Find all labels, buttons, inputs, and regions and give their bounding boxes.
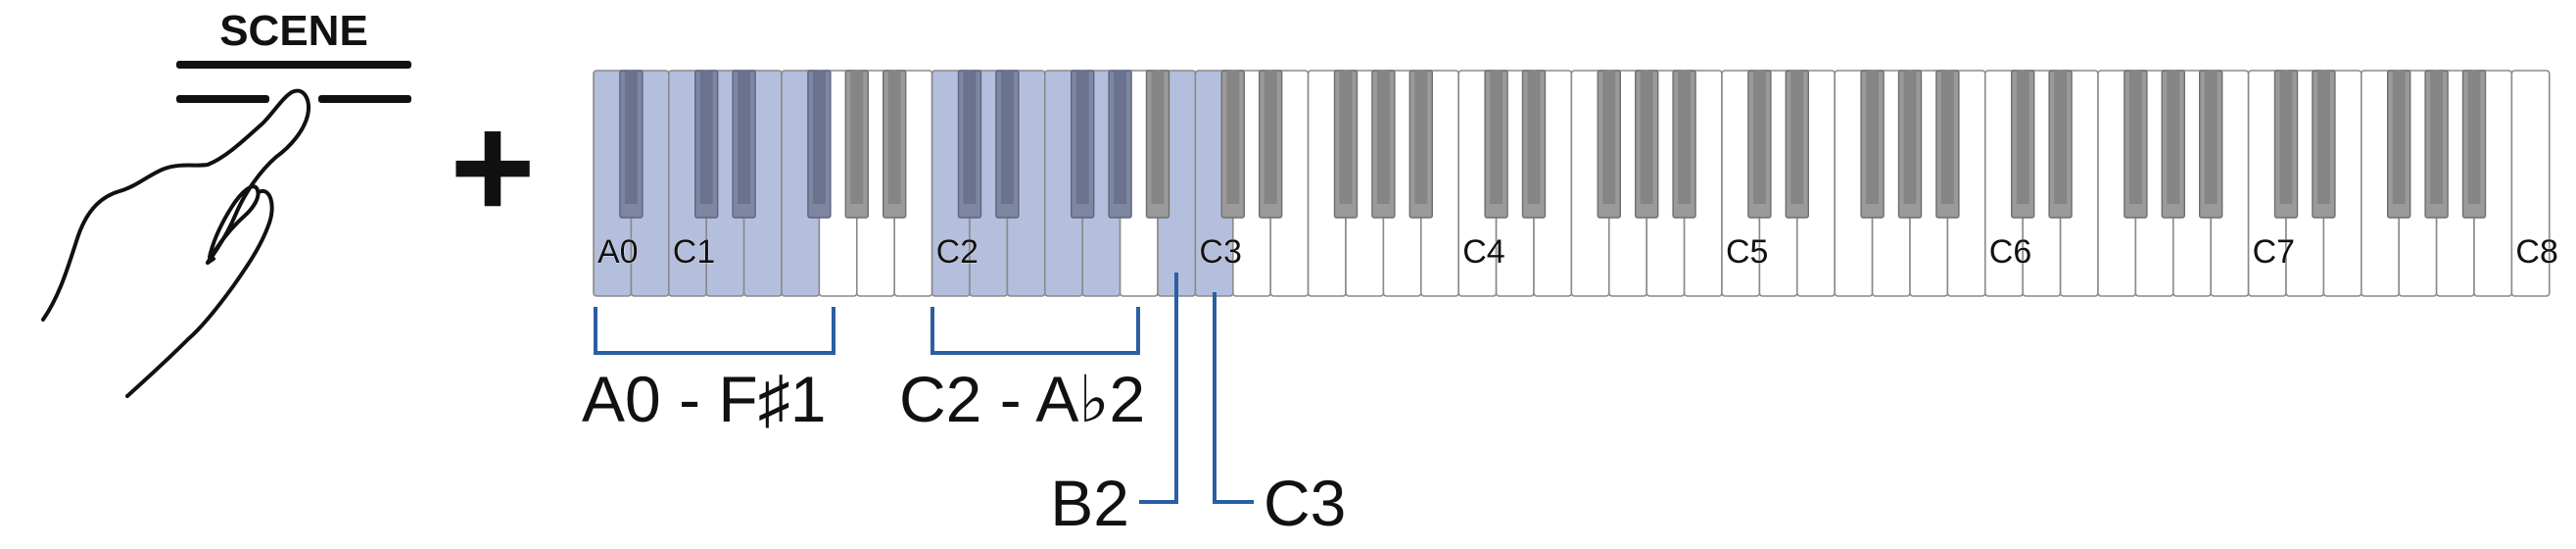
black-key-shade xyxy=(2167,71,2180,204)
scene-button-lower-bar-left xyxy=(176,95,269,103)
piano-keyboard: A0 C1 C2 C3 C4 C5 C6 C7 C8 xyxy=(593,70,2558,297)
scene-button-lower-bar-right xyxy=(318,95,411,103)
white-key-c8 xyxy=(2510,70,2551,297)
black-key-shade xyxy=(2316,71,2330,204)
black-key-shade xyxy=(1151,71,1165,204)
octave-label-c7: C7 xyxy=(2253,233,2295,271)
black-key-shade xyxy=(1414,71,1428,204)
hand-pressing-button-icon xyxy=(41,88,310,398)
black-key-shade xyxy=(1678,71,1692,204)
black-key-shade xyxy=(2430,71,2444,204)
range-bracket-c2-ab2 xyxy=(930,307,1140,355)
octave-label-c3: C3 xyxy=(1199,233,1241,271)
black-key-shade xyxy=(887,71,901,204)
black-key-shade xyxy=(850,71,864,204)
octave-label-c4: C4 xyxy=(1462,233,1504,271)
black-key-shade xyxy=(1339,71,1353,204)
octave-label-c8: C8 xyxy=(2515,233,2557,271)
scene-button-upper-bar xyxy=(176,61,411,69)
black-key-shade xyxy=(1075,71,1089,204)
callout-line-b2 xyxy=(1139,273,1178,504)
plus-sign: + xyxy=(450,84,536,249)
black-key-shade xyxy=(1640,71,1653,204)
range-label-c2-ab2: C2 - A♭2 xyxy=(899,363,1145,435)
black-key-shade xyxy=(1264,71,1277,204)
black-key-shade xyxy=(812,71,826,204)
key-label-b2: B2 xyxy=(1050,467,1129,539)
black-key-shade xyxy=(2016,71,2029,204)
octave-label-a0: A0 xyxy=(597,233,639,271)
black-key-shade xyxy=(1752,71,1766,204)
black-key-shade xyxy=(2128,71,2142,204)
octave-label-c6: C6 xyxy=(1989,233,2031,271)
black-key-shade xyxy=(963,71,977,204)
black-key-shade xyxy=(1490,71,1503,204)
black-key-shade xyxy=(2204,71,2218,204)
black-key-shade xyxy=(2054,71,2068,204)
black-key-shade xyxy=(1226,71,1240,204)
black-key-shade xyxy=(624,71,638,204)
range-bracket-a0-f1 xyxy=(594,307,835,355)
black-key-shade xyxy=(1602,71,1616,204)
black-keys xyxy=(619,70,2487,219)
black-key-shade xyxy=(1790,71,1804,204)
black-key-shade xyxy=(2279,71,2293,204)
black-key-shade xyxy=(1114,71,1127,204)
black-key-shade xyxy=(1866,71,1880,204)
black-key-shade xyxy=(1000,71,1014,204)
black-key-shade xyxy=(2392,71,2406,204)
black-key-shade xyxy=(1940,71,1954,204)
callout-line-c3 xyxy=(1213,292,1254,504)
black-key-shade xyxy=(699,71,713,204)
key-label-c3: C3 xyxy=(1264,467,1346,539)
black-key-shade xyxy=(1527,71,1541,204)
range-label-a0-f1: A0 - F♯1 xyxy=(582,363,826,435)
black-key-shade xyxy=(2467,71,2481,204)
black-key-shade xyxy=(738,71,751,204)
octave-label-c1: C1 xyxy=(673,233,715,271)
black-key-shade xyxy=(1376,71,1390,204)
octave-labels: A0 C1 C2 C3 C4 C5 C6 C7 C8 xyxy=(597,233,2558,272)
octave-label-c2: C2 xyxy=(936,233,978,271)
scene-button-label: SCENE xyxy=(219,7,368,55)
octave-label-c5: C5 xyxy=(1726,233,1768,271)
black-key-shade xyxy=(1903,71,1917,204)
scene-button[interactable]: SCENE xyxy=(176,7,411,103)
